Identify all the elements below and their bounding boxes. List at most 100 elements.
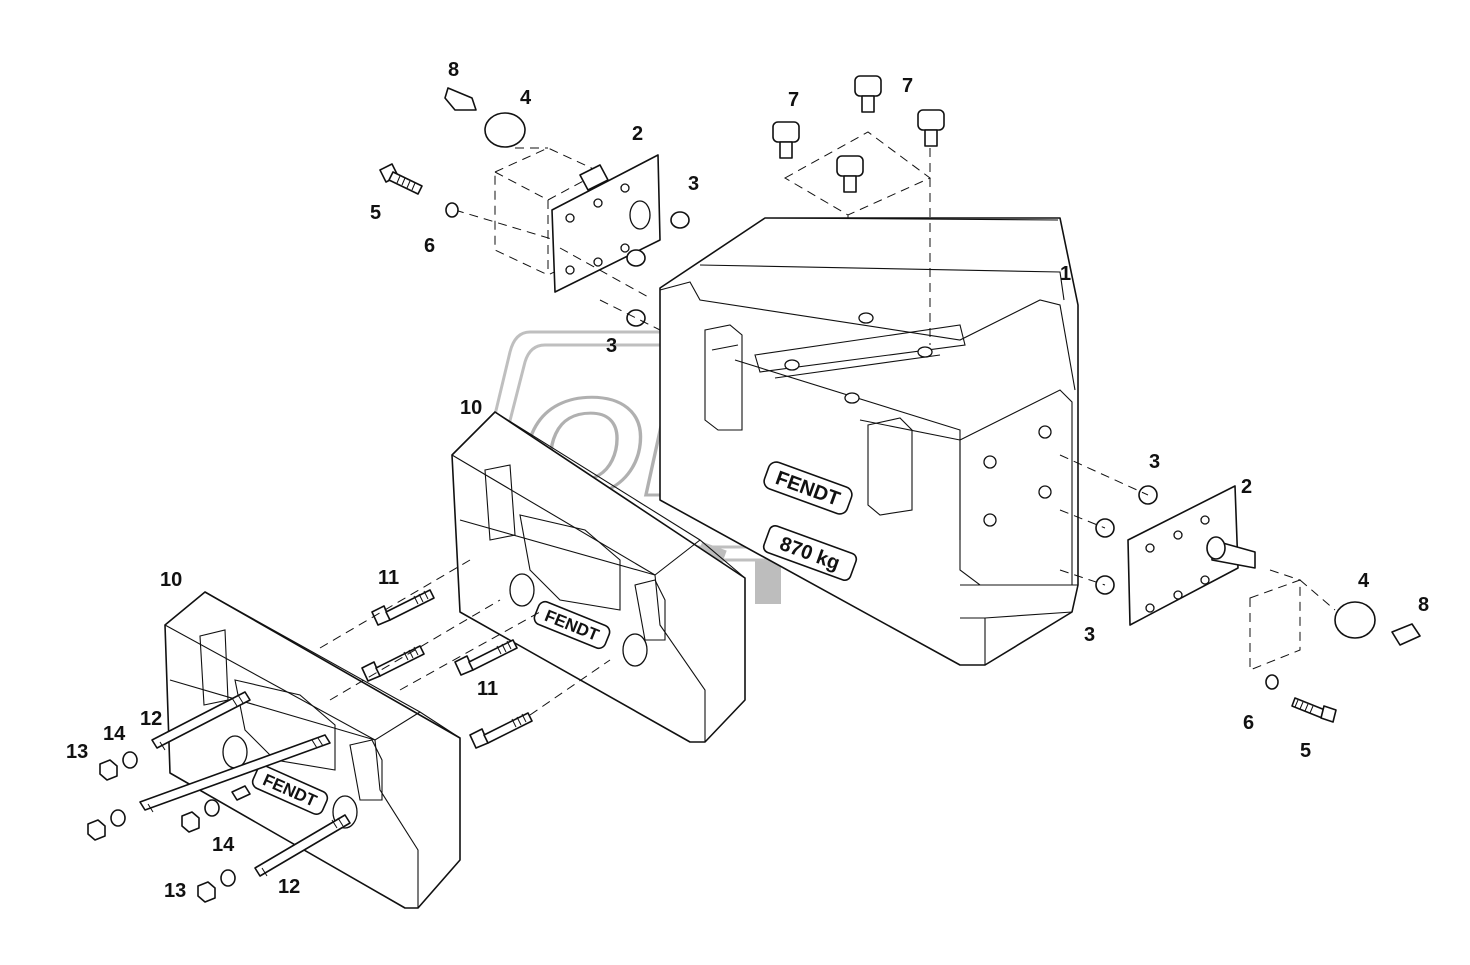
- middle-plate-bore-2: [622, 633, 648, 667]
- cap-screw-2: [854, 75, 882, 113]
- weight-plate-middle: FENDT: [451, 411, 746, 743]
- callout-3-right-top: 3: [1149, 451, 1160, 473]
- washer-14-3: [204, 799, 220, 817]
- main-block-hole-3: [917, 346, 933, 358]
- callout-13-bottom: 13: [164, 880, 186, 902]
- callout-6-right: 6: [1243, 712, 1254, 734]
- callout-5-left: 5: [370, 202, 381, 224]
- left-plate-bore: [629, 200, 651, 230]
- right-clip: [1391, 623, 1421, 646]
- callout-11-top: 11: [378, 567, 399, 589]
- middle-plate-slot: [484, 464, 516, 541]
- callout-3-top: 3: [688, 173, 699, 195]
- callout-12-top: 12: [140, 708, 162, 730]
- middle-plate-bore-1: [509, 573, 535, 607]
- right-plate-hole-6: [1200, 575, 1210, 585]
- main-block-body: [659, 217, 1079, 666]
- bolt-11-1: [371, 589, 435, 626]
- callout-10-middle: 10: [460, 397, 482, 419]
- cap-screw-4: [836, 155, 864, 193]
- main-block-side-hole-1: [1038, 425, 1052, 439]
- callout-4-top: 4: [520, 87, 532, 109]
- callout-13-top: 13: [66, 741, 88, 763]
- main-block-base: [960, 584, 1078, 665]
- stud-12-4: [254, 814, 351, 877]
- callout-7-left: 7: [788, 89, 799, 111]
- callout-2-right: 2: [1241, 476, 1252, 498]
- right-plate-hole-3: [1200, 515, 1210, 525]
- main-block-side-hole-2: [983, 455, 997, 469]
- left-bracket-leaders: [454, 147, 661, 331]
- left-plate-hole-1: [593, 198, 603, 208]
- left-plate-hole-4: [565, 265, 575, 275]
- callout-8-top: 8: [448, 59, 459, 81]
- left-clip: [444, 87, 477, 111]
- front-plate-face: [169, 679, 419, 908]
- front-plate-notch: [349, 739, 383, 801]
- left-mounting-plate: [551, 154, 661, 293]
- callout-8-right: 8: [1418, 594, 1429, 616]
- main-block-front-face: [659, 281, 1076, 391]
- callout-14-bottom: 14: [212, 834, 235, 856]
- left-plate-hole-3: [565, 213, 575, 223]
- main-block-right-recess: [867, 417, 913, 516]
- left-washer: [445, 202, 459, 218]
- stud-12-1: [151, 691, 251, 751]
- right-plate-hole-1: [1145, 543, 1155, 553]
- main-block-left-recess: [704, 324, 743, 431]
- washer-14-1: [122, 751, 138, 769]
- right-ball-bushing: [1334, 601, 1376, 639]
- cap-screw-1: [772, 121, 800, 159]
- right-mounting-plate: [1127, 485, 1239, 626]
- callout-11-bottom: 11: [477, 678, 498, 700]
- callout-12-bottom: 12: [278, 876, 300, 898]
- middle-plate-body: [451, 411, 746, 743]
- right-washer: [1265, 674, 1279, 690]
- main-block-side-hole-3: [1038, 485, 1052, 499]
- nut-13-1: [99, 759, 118, 781]
- right-plate-hole-4: [1145, 603, 1155, 613]
- plate-bolts-11: [319, 559, 611, 749]
- main-block-hole-1: [858, 312, 874, 324]
- main-block-top-edge: [699, 217, 1065, 301]
- main-block-front-lip: [734, 359, 961, 540]
- callout-3-right-bottom: 3: [1084, 624, 1095, 646]
- studs-and-nuts: [87, 691, 351, 903]
- callout-1: 1: [1060, 263, 1071, 285]
- callout-6-left: 6: [424, 235, 435, 257]
- callout-5-right: 5: [1300, 740, 1311, 762]
- callout-7-right: 7: [902, 75, 913, 97]
- middle-plate-recess: [519, 514, 621, 611]
- front-plate-bore-1: [222, 735, 248, 769]
- main-block-center-slot: [754, 324, 966, 379]
- bolt-11-leaders: [319, 559, 611, 716]
- right-bracket-assembly: [1059, 454, 1421, 723]
- stud-12-3: [231, 785, 251, 801]
- nut-13-2: [87, 819, 106, 841]
- main-block-side-hole-4: [983, 513, 997, 527]
- right-plate-hole-5: [1173, 590, 1183, 600]
- callout-3-left: 3: [606, 335, 617, 357]
- bolt-11-4: [469, 712, 533, 749]
- right-plate-hole-2: [1173, 530, 1183, 540]
- middle-plate-face: [459, 519, 706, 742]
- left-pin: [579, 164, 609, 191]
- stud-12-2: [139, 734, 331, 813]
- left-spacer-top: [670, 211, 690, 229]
- left-plate-hole-5: [593, 257, 603, 267]
- main-weight-block: FENDT 870 kg: [659, 217, 1079, 666]
- callout-14-top: 14: [103, 723, 126, 745]
- right-pin-head: [1206, 536, 1226, 560]
- left-plate-hole-6: [620, 243, 630, 253]
- left-ball-bushing: [484, 112, 526, 148]
- cap-screw-3: [917, 109, 945, 147]
- washer-14-2: [110, 809, 126, 827]
- callout-10-front: 10: [160, 569, 182, 591]
- left-bolt: [379, 163, 423, 195]
- middle-plate-notch: [634, 579, 666, 641]
- nut-13-3: [181, 811, 200, 833]
- left-plate-hole-2: [620, 183, 630, 193]
- main-block-hole-4: [844, 392, 860, 404]
